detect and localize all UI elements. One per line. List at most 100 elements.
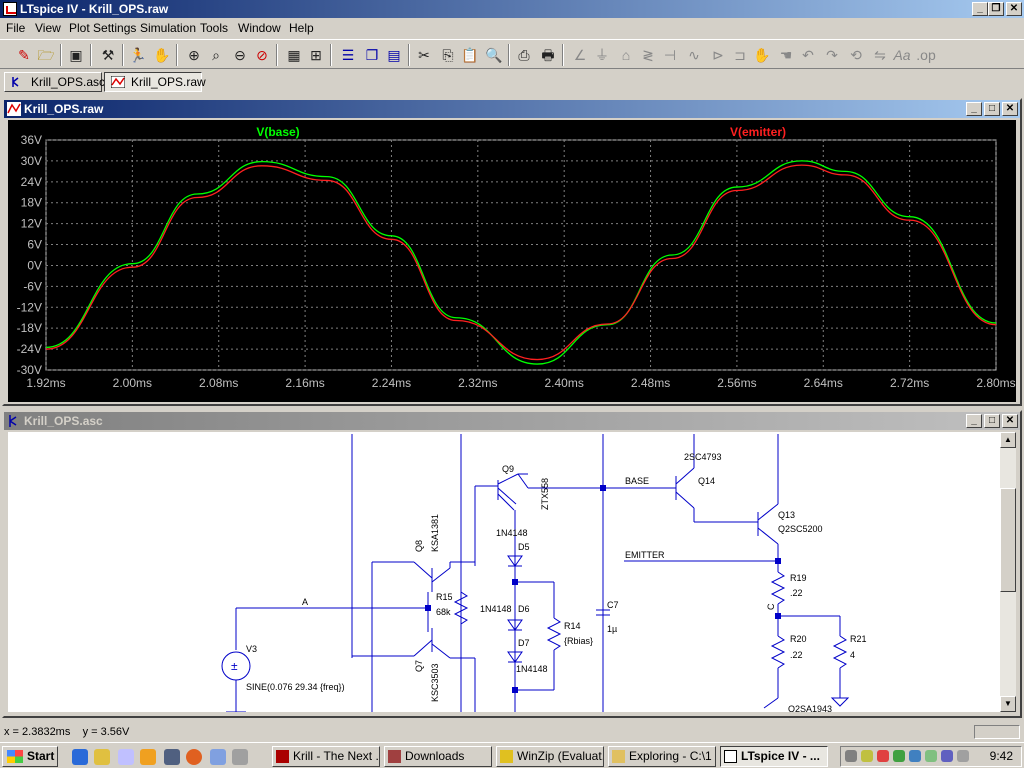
tray-update-icon[interactable] <box>893 750 905 762</box>
capacitor-icon[interactable]: ⊣ <box>663 47 677 63</box>
task-exploring[interactable]: Exploring - C:\1 <box>608 746 716 767</box>
menu-help[interactable]: Help <box>289 21 314 35</box>
tray-volume-icon[interactable] <box>861 750 873 762</box>
task-winzip[interactable]: WinZip (Evaluat... <box>496 746 604 767</box>
tray-misc-icon[interactable] <box>957 750 969 762</box>
task-label: Exploring - C:\1 <box>629 749 712 763</box>
scroll-down-arrow-icon[interactable]: ▼ <box>1000 696 1016 712</box>
task-ltspice[interactable]: LTspice IV - ... <box>720 746 828 767</box>
tab-krill-ops-asc[interactable]: Krill_OPS.asc <box>4 72 105 92</box>
new-schematic-icon[interactable]: ✎ <box>18 47 30 63</box>
tray-security-icon[interactable] <box>877 750 889 762</box>
mirror-icon[interactable]: ⇋ <box>874 47 886 63</box>
menu-simulation[interactable]: Simulation <box>140 21 197 35</box>
status-bar: x = 2.3832ms y = 3.56V <box>0 722 1024 742</box>
tray-messenger-icon[interactable] <box>909 750 921 762</box>
menu-plot-settings[interactable]: Plot Settings <box>69 21 137 35</box>
autorange-icon[interactable]: ▦ <box>287 47 301 63</box>
move-icon[interactable]: ✋ <box>753 47 771 63</box>
minimize-button[interactable]: _ <box>972 2 988 16</box>
halt-icon[interactable]: ✋ <box>153 47 171 63</box>
spice-directive-icon[interactable]: .op <box>916 47 936 63</box>
tray-display-icon[interactable] <box>941 750 953 762</box>
ground-icon[interactable]: ⏚ <box>595 47 609 63</box>
scroll-thumb[interactable] <box>1000 488 1016 592</box>
system-tray: 9:42 <box>840 746 1022 767</box>
cut-icon[interactable]: ✂ <box>418 47 430 63</box>
schematic-maximize-button[interactable]: □ <box>984 414 1000 428</box>
schematic-canvas[interactable]: Q9 ZTX558 2SC4793 Q14 BASE Q13 Q2SC5200 … <box>8 432 1000 712</box>
plot-maximize-button[interactable]: □ <box>984 102 1000 116</box>
clock[interactable]: 9:42 <box>989 749 1013 763</box>
media-quicklaunch-icon[interactable] <box>140 749 156 765</box>
cascade-icon[interactable]: ❐ <box>365 47 379 63</box>
app-quicklaunch-icon[interactable] <box>232 749 248 765</box>
explorer-quicklaunch-icon[interactable] <box>210 749 226 765</box>
cursor-readout: x = 2.3832ms y = 3.56V <box>4 726 130 738</box>
menu-tools[interactable]: Tools <box>200 21 229 35</box>
schematic-drawing[interactable]: Q9 ZTX558 2SC4793 Q14 BASE Q13 Q2SC5200 … <box>8 432 1000 712</box>
menu-file[interactable]: File <box>6 21 26 35</box>
firefox-quicklaunch-icon[interactable] <box>186 749 202 765</box>
open-folder-icon[interactable]: 🗁 <box>37 47 55 63</box>
zoom-out-icon[interactable]: ⊖ <box>234 47 246 63</box>
resistor-icon[interactable]: ≷ <box>642 47 654 63</box>
schematic-vertical-scrollbar[interactable]: ▲ ▼ <box>1000 432 1016 712</box>
tray-app-icon[interactable] <box>925 750 937 762</box>
tray-network-icon[interactable] <box>845 750 857 762</box>
ltspice-app-icon[interactable] <box>3 2 17 16</box>
drag-icon[interactable]: ☚ <box>779 47 793 63</box>
diode-icon[interactable]: ⊳ <box>712 47 724 63</box>
pan-icon[interactable]: ⌕ <box>212 47 220 63</box>
tile-horizontal-icon[interactable]: ☰ <box>341 47 355 63</box>
start-button[interactable]: Start <box>2 746 58 767</box>
save-icon[interactable]: ▣ <box>69 47 83 63</box>
print-icon[interactable]: 🖶 <box>541 47 555 63</box>
menu-window[interactable]: Window <box>238 21 281 35</box>
schematic-minimize-button[interactable]: _ <box>966 414 982 428</box>
ie-quicklaunch-icon[interactable] <box>72 749 88 765</box>
paste-icon[interactable]: 📋 <box>461 47 479 63</box>
tab-krill-ops-raw[interactable]: Krill_OPS.raw <box>104 72 206 92</box>
task-downloads[interactable]: Downloads <box>384 746 492 767</box>
find-icon[interactable]: 🔍 <box>485 47 503 63</box>
restore-button[interactable]: ❐ <box>988 2 1004 16</box>
run-icon[interactable]: 🏃 <box>129 47 147 63</box>
waveform-icon <box>7 102 21 116</box>
label-d7: D7 <box>518 638 530 648</box>
search-quicklaunch-icon[interactable] <box>118 749 134 765</box>
label-net-icon[interactable]: ⌂ <box>621 47 631 63</box>
schematic-icon <box>9 415 17 427</box>
scroll-up-arrow-icon[interactable]: ▲ <box>1000 432 1016 448</box>
tile-vertical-icon[interactable]: ▤ <box>387 47 401 63</box>
x-tick-label: 2.80ms <box>976 376 1015 390</box>
label-q8: Q8 <box>414 540 424 552</box>
waveform-chart[interactable]: 36V30V24V18V12V6V0V-6V-12V-18V-24V-30V1.… <box>8 120 1016 402</box>
copy-icon[interactable]: ⎘ <box>442 47 454 63</box>
notepad-quicklaunch-icon[interactable] <box>94 749 110 765</box>
redo-icon[interactable]: ↷ <box>826 47 838 63</box>
inductor-icon[interactable]: ∿ <box>688 47 700 63</box>
component-icon[interactable]: ⊐ <box>734 47 746 63</box>
zoom-in-icon[interactable]: ⊕ <box>188 47 200 63</box>
toolbar-separator <box>408 44 410 66</box>
wire-icon[interactable]: ∠ <box>573 47 587 63</box>
task-krill[interactable]: Krill - The Next ... <box>272 746 380 767</box>
zoom-cancel-icon[interactable]: ⊘ <box>256 47 268 63</box>
plot-close-button[interactable]: ✕ <box>1002 102 1018 116</box>
text-icon[interactable]: Aa <box>893 47 911 63</box>
label-r14: R14 <box>564 621 581 631</box>
waveform-icon <box>111 76 125 88</box>
plot-minimize-button[interactable]: _ <box>966 102 982 116</box>
undo-icon[interactable]: ↶ <box>802 47 814 63</box>
close-button[interactable]: ✕ <box>1006 2 1022 16</box>
label-1n4148-d6-model: 1N4148 <box>480 604 512 614</box>
menu-view[interactable]: View <box>35 21 61 35</box>
desktop-quicklaunch-icon[interactable] <box>164 749 180 765</box>
schematic-close-button[interactable]: ✕ <box>1002 414 1018 428</box>
grid-icon[interactable]: ⊞ <box>310 47 322 63</box>
print-setup-icon[interactable]: ⎙ <box>518 47 530 63</box>
control-panel-icon[interactable]: ⚒ <box>101 47 115 63</box>
rotate-icon[interactable]: ⟲ <box>850 47 862 63</box>
